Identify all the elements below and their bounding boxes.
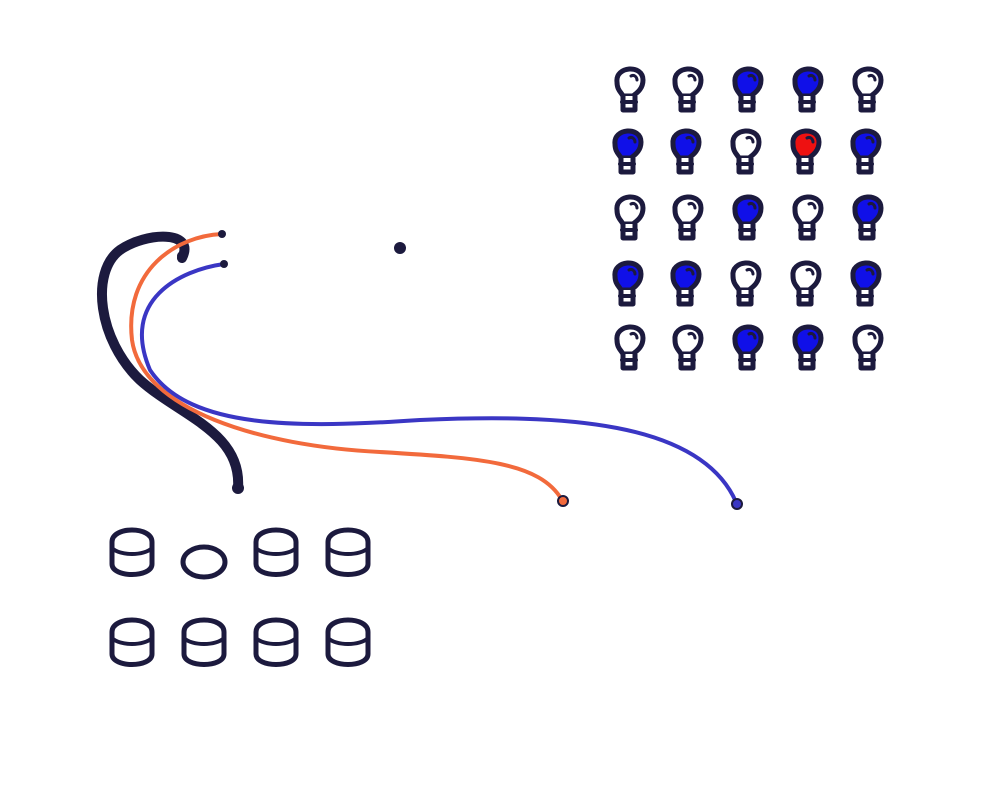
light-bulb-icon	[614, 324, 646, 371]
black-wire	[97, 231, 244, 493]
light-bulb-icon	[850, 128, 882, 175]
toggle-switch-left[interactable]	[518, 556, 606, 638]
black-connector	[177, 251, 187, 261]
cylinder-knob-icon[interactable]	[253, 527, 299, 577]
light-bulb-icon	[730, 128, 762, 175]
cylinder-knob-icon[interactable]	[325, 527, 371, 577]
light-bulb-icon	[790, 260, 822, 307]
panel-black-connector	[232, 482, 244, 494]
light-bulb-icon	[672, 194, 704, 241]
light-bulb-icon	[792, 66, 824, 113]
panel-knob-group	[109, 527, 371, 667]
light-bulb-icon	[672, 324, 704, 371]
orange-connector	[218, 230, 226, 238]
oval-knob-icon[interactable]	[180, 544, 228, 580]
light-bulb-icon	[612, 128, 644, 175]
cylinder-knob-icon[interactable]	[325, 617, 371, 667]
cylinder-knob-icon[interactable]	[253, 617, 299, 667]
light-bulb-icon	[732, 66, 764, 113]
light-bulb-icon	[732, 324, 764, 371]
light-bulb-icon	[612, 260, 644, 307]
controller-box	[148, 158, 437, 354]
light-bulb-icon	[614, 194, 646, 241]
light-bulb-icon	[850, 260, 882, 307]
grid-cable	[402, 214, 578, 248]
light-bulb-icon	[792, 194, 824, 241]
light-bulb-icon	[790, 128, 822, 175]
light-bulb-icon	[852, 324, 884, 371]
light-bulb-icon	[670, 128, 702, 175]
light-bulb-icon	[852, 66, 884, 113]
light-bulb-icon	[730, 260, 762, 307]
orange-wire	[129, 232, 564, 502]
panel-blue-connector	[731, 498, 743, 510]
cylinder-knob-icon[interactable]	[181, 617, 227, 667]
light-bulb-icon	[614, 66, 646, 113]
light-bulb-icon	[852, 194, 884, 241]
control-panel	[18, 455, 976, 756]
light-bulb-icon	[672, 66, 704, 113]
light-bulb-icon	[792, 324, 824, 371]
blue-wire	[140, 262, 738, 504]
output-connector	[394, 242, 406, 254]
round-knob-icon[interactable]	[322, 229, 368, 273]
toggle-switch-right[interactable]	[692, 556, 782, 636]
blue-connector	[220, 260, 228, 268]
light-bulb-icon	[670, 260, 702, 307]
cylinder-knob-icon[interactable]	[109, 527, 155, 577]
light-bulb-grid	[612, 66, 884, 371]
light-bulb-icon	[732, 194, 764, 241]
cylinder-knob-icon[interactable]	[109, 617, 155, 667]
panel-orange-connector	[557, 495, 569, 507]
